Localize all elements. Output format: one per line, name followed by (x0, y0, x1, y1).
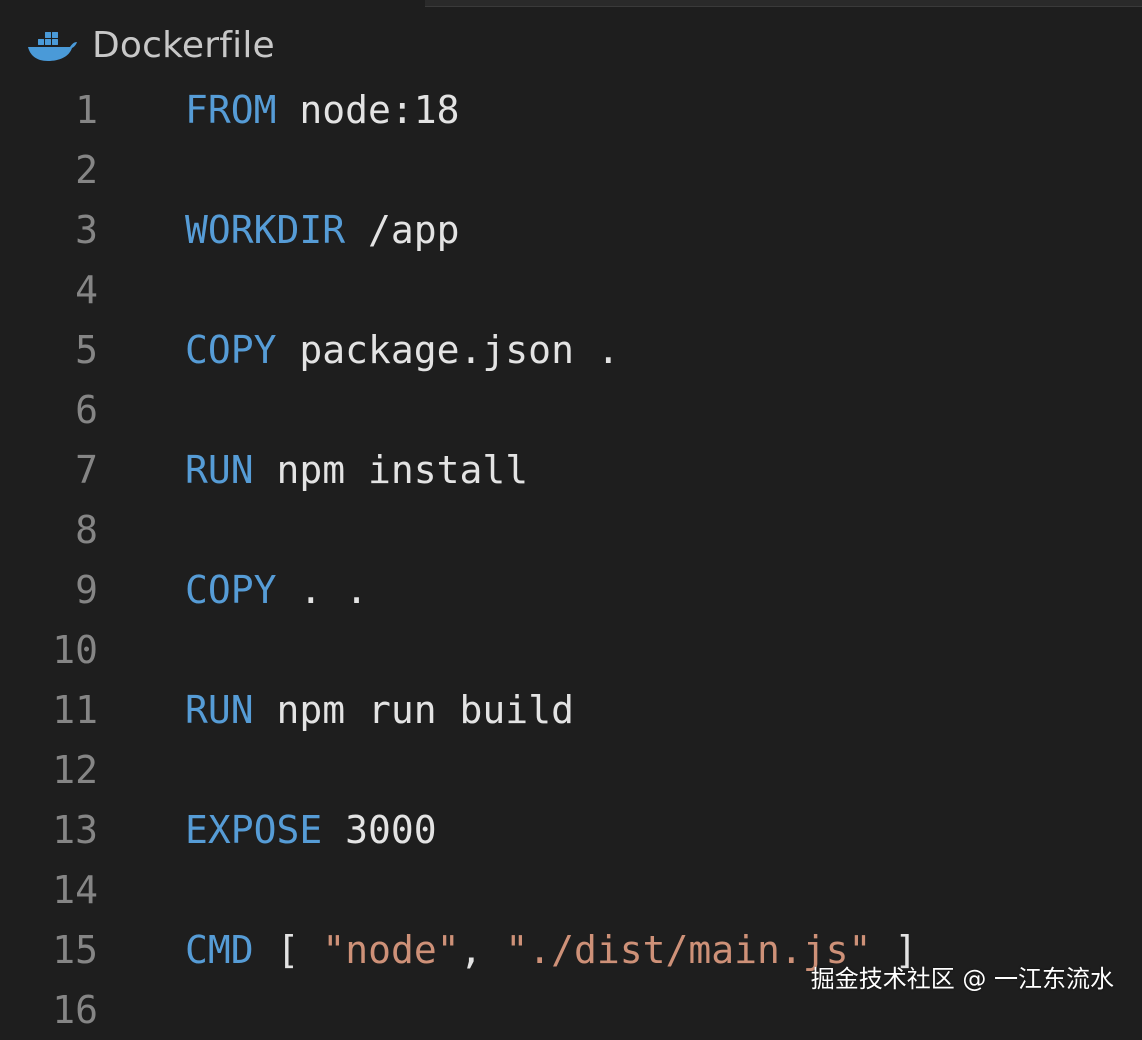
line-number: 5 (75, 328, 98, 372)
line-content: CMD [ "node", "./dist/main.js" ] (185, 928, 917, 972)
argument: package.json . (299, 328, 620, 372)
code-line: 4 (0, 260, 1142, 320)
keyword: CMD (185, 928, 254, 972)
close-bracket: ] (894, 928, 918, 972)
watermark: 掘金技术社区 @ 一江东流水 (810, 965, 1114, 993)
line-number: 1 (75, 88, 98, 132)
line-content: COPY . . (185, 568, 368, 612)
argument: npm run build (276, 688, 574, 732)
docker-whale-icon (26, 27, 78, 63)
code-line: 3 WORKDIR /app (0, 200, 1142, 260)
line-number: 16 (52, 988, 98, 1032)
comma: , (459, 928, 483, 972)
string-literal: "./dist/main.js" (505, 928, 872, 972)
open-bracket: [ (276, 928, 300, 972)
line-content: WORKDIR /app (185, 208, 460, 252)
line-number: 12 (52, 748, 98, 792)
code-line: 2 (0, 140, 1142, 200)
code-line: 7 RUN npm install (0, 440, 1142, 500)
line-number: 3 (75, 208, 98, 252)
line-content: FROM node:18 (185, 88, 460, 132)
line-number: 9 (75, 568, 98, 612)
line-number: 11 (52, 688, 98, 732)
keyword: WORKDIR (185, 208, 346, 252)
code-line: 1 FROM node:18 (0, 80, 1142, 140)
line-content: EXPOSE 3000 (185, 808, 437, 852)
code-line: 15 CMD [ "node", "./dist/main.js" ] (0, 920, 1142, 980)
line-number: 8 (75, 508, 98, 552)
line-content: COPY package.json . (185, 328, 620, 372)
keyword: COPY (185, 568, 277, 612)
code-line: 13 EXPOSE 3000 (0, 800, 1142, 860)
line-number: 2 (75, 148, 98, 192)
keyword: RUN (185, 688, 254, 732)
keyword: EXPOSE (185, 808, 323, 852)
code-line: 14 (0, 860, 1142, 920)
line-content: RUN npm install (185, 448, 528, 492)
line-number: 4 (75, 268, 98, 312)
keyword: COPY (185, 328, 277, 372)
line-content: RUN npm run build (185, 688, 574, 732)
file-name: Dockerfile (92, 24, 275, 66)
line-number: 10 (52, 628, 98, 672)
argument: 3000 (345, 808, 437, 852)
code-line: 11 RUN npm run build (0, 680, 1142, 740)
code-editor[interactable]: 1 FROM node:18 2 3 WORKDIR /app 4 5 COPY… (0, 80, 1142, 1040)
code-line: 12 (0, 740, 1142, 800)
file-tab[interactable]: Dockerfile (26, 20, 275, 70)
code-line: 10 (0, 620, 1142, 680)
code-line: 5 COPY package.json . (0, 320, 1142, 380)
tab-strip-edge (425, 0, 1142, 7)
line-number: 14 (52, 868, 98, 912)
keyword: FROM (185, 88, 277, 132)
argument: . . (299, 568, 369, 612)
line-number: 15 (52, 928, 98, 972)
line-number: 6 (75, 388, 98, 432)
argument: node:18 (299, 88, 460, 132)
keyword: RUN (185, 448, 254, 492)
code-line: 8 (0, 500, 1142, 560)
code-line: 6 (0, 380, 1142, 440)
line-number: 13 (52, 808, 98, 852)
argument: npm install (276, 448, 529, 492)
line-number: 7 (75, 448, 98, 492)
string-literal: "node" (322, 928, 460, 972)
argument: /app (368, 208, 460, 252)
code-line: 9 COPY . . (0, 560, 1142, 620)
